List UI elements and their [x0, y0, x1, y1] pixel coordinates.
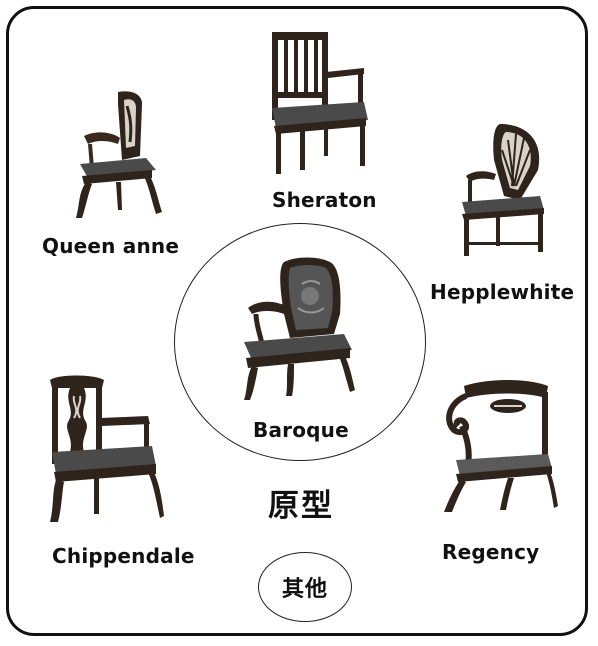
hepplewhite-chair-icon	[456, 120, 556, 260]
sheraton-chair-icon	[264, 28, 374, 178]
baroque-chair-icon	[238, 254, 358, 404]
baroque-label: Baroque	[253, 418, 349, 442]
sheraton-label: Sheraton	[272, 188, 377, 212]
other-label: 其他	[282, 577, 329, 602]
prototype-circle	[174, 223, 426, 461]
other-circle	[258, 552, 352, 622]
regency-label: Regency	[442, 540, 540, 564]
queen-anne-chair-icon	[66, 86, 166, 226]
chippendale-label: Chippendale	[52, 544, 195, 568]
regency-chair-icon	[438, 376, 558, 516]
chippendale-chair-icon	[44, 372, 164, 528]
queen-anne-label: Queen anne	[42, 234, 180, 258]
prototype-label: 原型	[268, 488, 334, 524]
hepplewhite-label: Hepplewhite	[430, 280, 575, 304]
